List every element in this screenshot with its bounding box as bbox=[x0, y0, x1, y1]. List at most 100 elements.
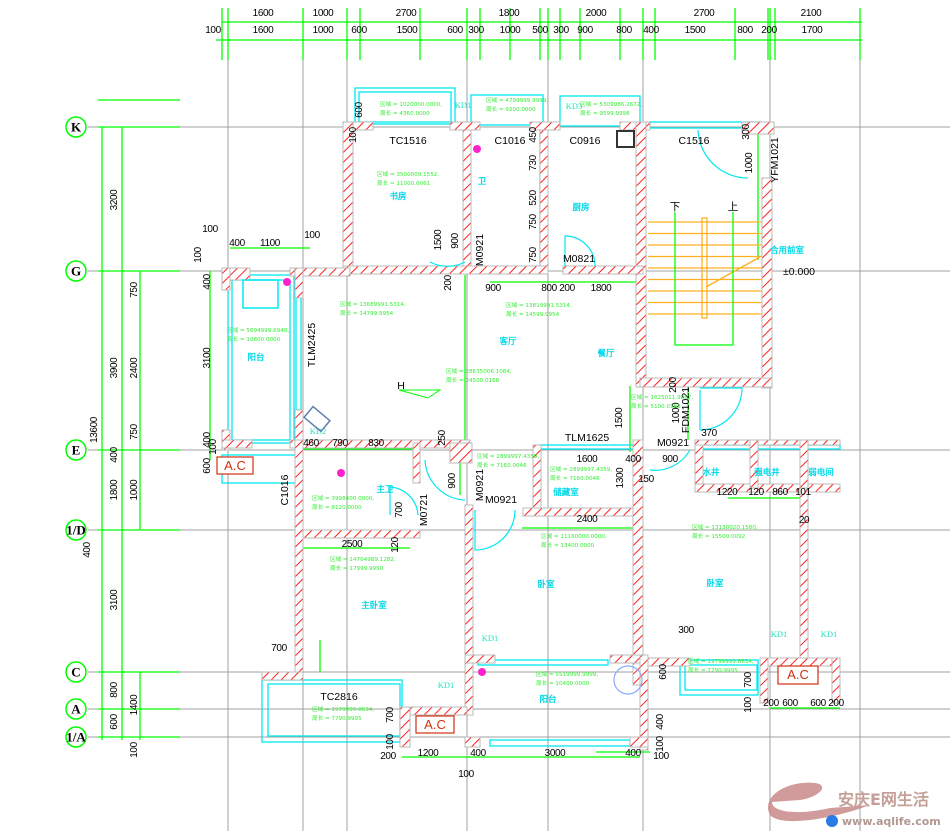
door-swings bbox=[389, 129, 749, 695]
room-name: 卧室 bbox=[706, 578, 724, 589]
component-label: TLM1625 bbox=[565, 432, 610, 444]
wall bbox=[221, 267, 231, 291]
dimension-label: 800 bbox=[109, 681, 120, 697]
window bbox=[470, 94, 544, 126]
dimension-lines bbox=[98, 8, 862, 758]
wall bbox=[632, 439, 644, 686]
wall bbox=[449, 442, 473, 464]
dimension-label: 2400 bbox=[577, 514, 598, 525]
room-name: 水井 bbox=[701, 467, 720, 478]
room-name: 厨房 bbox=[572, 202, 589, 213]
dimension-label: 700 bbox=[394, 501, 405, 517]
perimeter-note: 周长 = 8120.0000 bbox=[312, 503, 362, 511]
dimension-label: 100 bbox=[348, 126, 359, 142]
perimeter-note: 周长 = 10800.0000 bbox=[227, 335, 281, 343]
wall bbox=[831, 657, 841, 704]
room-name: 强电井 bbox=[754, 467, 780, 478]
component-label: 下 bbox=[670, 201, 681, 213]
area-note: 区域 = 2899997.4359, bbox=[550, 465, 612, 473]
pipe-marker bbox=[478, 668, 486, 676]
level-marker bbox=[398, 389, 442, 399]
dimension-label: 3000 bbox=[545, 748, 566, 759]
dimension-label: 700 bbox=[385, 706, 396, 722]
area-note: 区域 = 4799999.9999, bbox=[486, 96, 548, 104]
dimension-label: 100 bbox=[193, 246, 204, 262]
room-name: 书房 bbox=[389, 191, 406, 202]
wall bbox=[562, 265, 644, 275]
component-label: M0821 bbox=[563, 253, 595, 265]
pipe-marker bbox=[337, 469, 345, 477]
dimension-label: 250 bbox=[437, 429, 448, 445]
dimension-label: 100 bbox=[743, 696, 754, 712]
dimension-label: 400 bbox=[229, 238, 245, 249]
area-note: 区域 = 1020000.0000, bbox=[380, 100, 442, 108]
dimension-label: 1400 bbox=[129, 694, 140, 715]
axis-label: 1/D bbox=[66, 523, 86, 538]
area-note: 区域 = 13819991.5314, bbox=[506, 301, 572, 309]
wall bbox=[464, 736, 481, 748]
perimeter-note: 周长 = 7160.0046 bbox=[550, 474, 600, 482]
component-label: YFM1021 bbox=[769, 137, 781, 183]
dimension-label: 750 bbox=[528, 246, 539, 262]
dimension-label: 200 bbox=[763, 698, 779, 709]
dimension-label: 1500 bbox=[433, 229, 444, 250]
dimension-label: 200 bbox=[668, 376, 679, 392]
dimension-label: 1700 bbox=[802, 25, 823, 36]
wall bbox=[639, 654, 649, 751]
dimension-label: 700 bbox=[743, 671, 754, 687]
perimeter-note: 周长 = 9200.0000 bbox=[486, 105, 536, 113]
stair-handrail bbox=[701, 217, 708, 319]
dimension-label: 400 bbox=[625, 748, 641, 759]
dimension-label: 120 bbox=[390, 536, 401, 552]
axis-label: A bbox=[71, 702, 81, 717]
dimension-label: 100 bbox=[458, 769, 474, 780]
window bbox=[354, 87, 456, 125]
dimension-label: 100 bbox=[208, 438, 219, 454]
room-name: 储藏室 bbox=[552, 487, 579, 498]
wall bbox=[342, 121, 354, 273]
dimension-label: 1000 bbox=[313, 25, 334, 36]
component-label: C1016 bbox=[279, 474, 291, 505]
dimension-label: 20 bbox=[799, 515, 810, 526]
room-name: 阳台 bbox=[539, 694, 557, 705]
window bbox=[539, 444, 636, 450]
dimension-label: 600 bbox=[658, 663, 669, 679]
dimension-label: 300 bbox=[553, 25, 569, 36]
window bbox=[489, 739, 631, 747]
dimension-label: 800 bbox=[616, 25, 632, 36]
door-swing bbox=[564, 235, 596, 267]
watermark-logo: 安庆E网生活 www.aqlife.com bbox=[768, 782, 941, 828]
door-swing bbox=[697, 129, 749, 179]
dimension-label: 460 bbox=[303, 438, 319, 449]
dimension-label: 1800 bbox=[109, 479, 120, 500]
dimension-label: 860 bbox=[772, 487, 788, 498]
dimension-label: 1500 bbox=[397, 25, 418, 36]
ac-unit-box bbox=[216, 456, 254, 475]
dimension-label: 600 bbox=[354, 101, 365, 117]
wall bbox=[462, 129, 472, 271]
axis-label: K bbox=[71, 120, 82, 135]
dimension-label: 900 bbox=[485, 283, 501, 294]
dimension-label: 2700 bbox=[694, 8, 715, 19]
axis-bubble bbox=[65, 661, 87, 683]
room-name: 合用前室 bbox=[769, 245, 805, 256]
axis-label: 1/A bbox=[66, 730, 86, 745]
component-label: TLM2425 bbox=[306, 323, 318, 368]
dimension-label: 2000 bbox=[586, 8, 607, 19]
room-name: 阳台 bbox=[247, 352, 265, 363]
dimension-label: 100 bbox=[202, 224, 218, 235]
wall bbox=[464, 504, 474, 716]
ac-units: A.CA.CA.C bbox=[216, 456, 819, 734]
door-tag: KD1 bbox=[771, 629, 788, 639]
staircase bbox=[648, 212, 762, 346]
wall bbox=[629, 736, 649, 748]
dimension-label: 200 bbox=[828, 698, 844, 709]
axis-bubble bbox=[65, 726, 87, 748]
dimension-label: 150 bbox=[638, 474, 654, 485]
component-label: 上 bbox=[728, 201, 739, 213]
dimension-label: 600 bbox=[782, 698, 798, 709]
watermark-url: www.aqlife.com bbox=[842, 815, 941, 828]
window bbox=[295, 279, 302, 411]
